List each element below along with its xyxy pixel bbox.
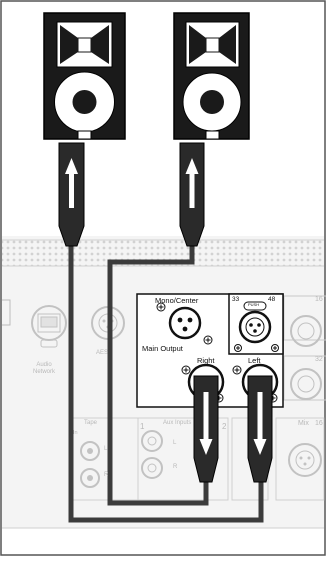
tape-in-label: In <box>73 430 78 436</box>
plug-speaker-right <box>179 142 205 247</box>
aux-2-label: 2 <box>222 422 227 431</box>
tape-aux-section <box>69 417 325 501</box>
channel-33-label: 33 <box>232 296 240 303</box>
mix-16-label: 16 <box>315 420 323 427</box>
aux-1-label: 1 <box>140 422 145 431</box>
channel-jacks-right <box>283 295 326 401</box>
audio-network-label: Audio Network <box>33 362 56 375</box>
cable-left <box>68 240 264 523</box>
channel-xlr-female <box>234 301 279 352</box>
left-output-jack <box>232 365 278 403</box>
tape-label: Tape <box>84 420 98 426</box>
plug-speaker-left <box>58 142 85 247</box>
aux-l-label: L <box>173 440 177 446</box>
plug-output-right <box>187 363 225 483</box>
channel-48-label: 48 <box>268 296 276 303</box>
channel-32-label: 32 <box>315 356 323 363</box>
cables <box>68 240 264 523</box>
right-label: Right <box>197 356 215 365</box>
cable-right <box>107 240 209 506</box>
plug-output-left <box>241 363 279 483</box>
left-label: Left <box>248 356 261 365</box>
mono-center-label: Mono/Center <box>155 296 199 305</box>
speaker-right <box>173 12 250 140</box>
tape-l-label: L <box>104 446 108 452</box>
aux-r-label: R <box>173 464 178 470</box>
aes-label: AES <box>96 350 109 356</box>
channel-16-label: 16 <box>315 296 323 303</box>
mix-label: Mix <box>298 420 309 427</box>
tape-r-label: R <box>104 472 109 478</box>
audio-network-jack <box>31 305 67 348</box>
speaker-left <box>43 12 126 140</box>
mono-center-xlr <box>156 302 213 345</box>
aux-inputs-label: Aux Inputs <box>163 420 192 426</box>
main-output-label: Main Output <box>142 344 183 353</box>
push-label: PUSH <box>248 302 260 307</box>
